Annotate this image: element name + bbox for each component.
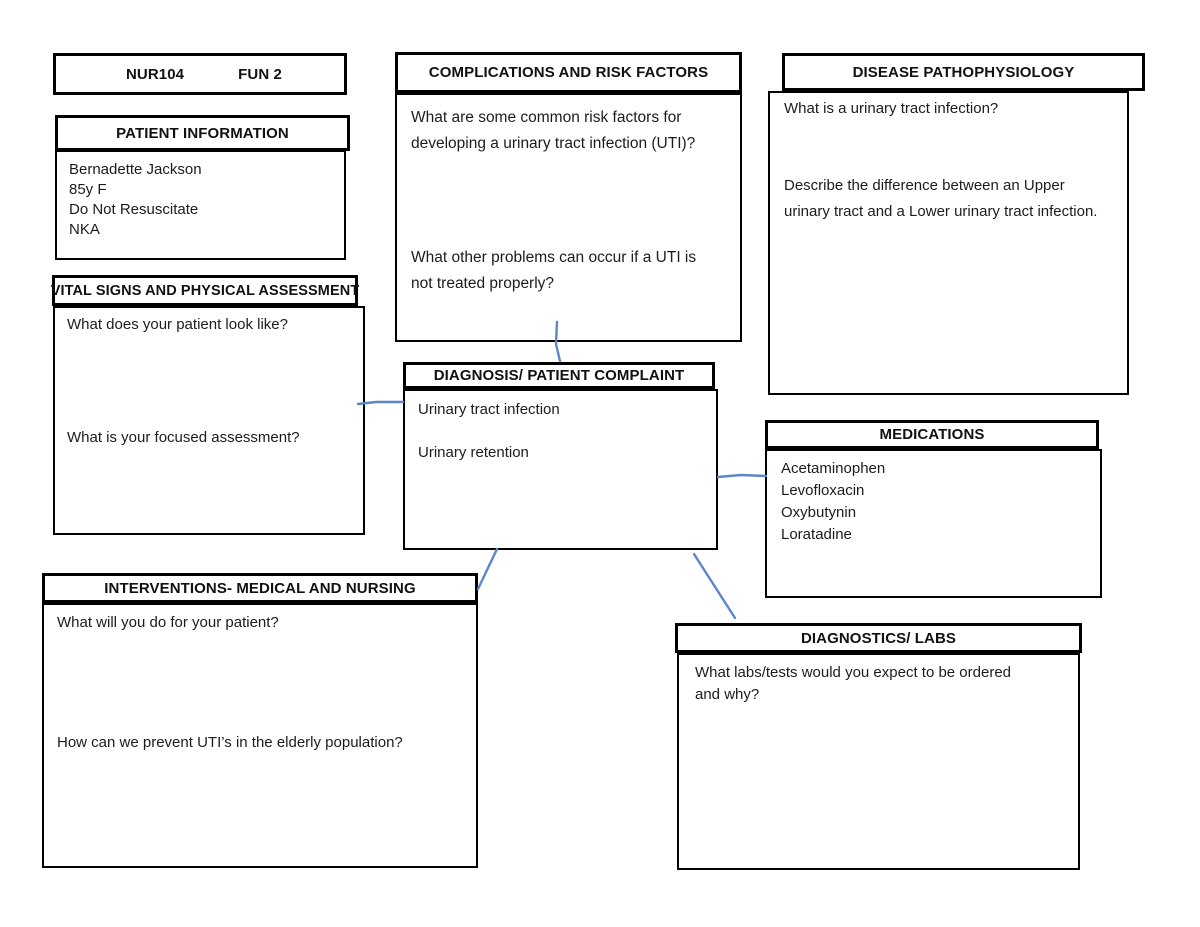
- vital-signs-body: What does your patient look like? What i…: [53, 306, 365, 535]
- medications-title: MEDICATIONS: [765, 420, 1099, 449]
- patient-information-body: Bernadette Jackson 85y F Do Not Resuscit…: [55, 150, 346, 260]
- vital-question-1: What does your patient look like?: [67, 316, 288, 333]
- disease-question-1: What is a urinary tract infection?: [784, 100, 999, 117]
- disease-question-2: Describe the difference between an Upper…: [784, 177, 1098, 220]
- diagnosis-item-1: Urinary tract infection: [418, 401, 560, 418]
- box-title: INTERVENTIONS- MEDICAL AND NURSING: [104, 579, 416, 597]
- box-title: DIAGNOSTICS/ LABS: [800, 629, 957, 647]
- patient-age-sex: 85y F: [69, 181, 107, 198]
- course-box: NUR104 FUN 2: [53, 53, 347, 95]
- connector-diagnosis-to-diagnostics: [692, 552, 737, 620]
- connector-diagnosis-to-interventions: [476, 547, 499, 591]
- box-title: VITAL SIGNS AND PHYSICAL ASSESSMENT: [50, 282, 360, 299]
- medication-item: Acetaminophen: [781, 460, 886, 477]
- box-title: DISEASE PATHOPHYSIOLOGY: [852, 63, 1075, 81]
- diagnostics-body: What labs/tests would you expect to be o…: [677, 653, 1080, 870]
- medications-body: Acetaminophen Levofloxacin Oxybutynin Lo…: [765, 449, 1102, 598]
- interventions-body: What will you do for your patient? How c…: [42, 603, 478, 868]
- diagnosis-body: Urinary tract infection Urinary retentio…: [403, 389, 718, 550]
- box-title: PATIENT INFORMATION: [116, 124, 289, 142]
- patient-name: Bernadette Jackson: [69, 161, 202, 178]
- diagnosis-title: DIAGNOSIS/ PATIENT COMPLAINT: [403, 362, 715, 389]
- medication-item: Levofloxacin: [781, 482, 865, 499]
- connector-diagnosis-to-medications: [716, 473, 768, 479]
- patient-code-status: Do Not Resuscitate: [69, 201, 199, 218]
- interventions-question-1: What will you do for your patient?: [57, 614, 279, 631]
- medication-item: Oxybutynin: [781, 504, 857, 521]
- course-code: NUR104: [126, 65, 185, 83]
- disease-pathophysiology-title: DISEASE PATHOPHYSIOLOGY: [782, 53, 1145, 91]
- box-title: DIAGNOSIS/ PATIENT COMPLAINT: [433, 367, 685, 384]
- course-section: FUN 2: [238, 65, 282, 83]
- patient-information-title: PATIENT INFORMATION: [55, 115, 350, 151]
- box-title: COMPLICATIONS AND RISK FACTORS: [428, 64, 709, 81]
- diagnostics-question-1: What labs/tests would you expect to be o…: [695, 664, 1012, 703]
- complications-question-2: What other problems can occur if a UTI i…: [411, 249, 697, 292]
- vital-signs-title: VITAL SIGNS AND PHYSICAL ASSESSMENT: [50, 275, 360, 306]
- complications-title: COMPLICATIONS AND RISK FACTORS: [395, 52, 742, 93]
- patient-allergies: NKA: [69, 221, 100, 238]
- diagnostics-title: DIAGNOSTICS/ LABS: [675, 623, 1082, 653]
- complications-body: What are some common risk factors for de…: [395, 93, 742, 342]
- disease-pathophysiology-body: What is a urinary tract infection? Descr…: [768, 91, 1129, 395]
- complications-question-1: What are some common risk factors for de…: [411, 109, 696, 152]
- medication-item: Loratadine: [781, 526, 852, 543]
- vital-question-2: What is your focused assessment?: [67, 429, 300, 446]
- diagnosis-item-2: Urinary retention: [418, 444, 529, 461]
- box-title: MEDICATIONS: [879, 426, 985, 443]
- interventions-question-2: How can we prevent UTI’s in the elderly …: [57, 734, 403, 751]
- interventions-title: INTERVENTIONS- MEDICAL AND NURSING: [42, 573, 478, 603]
